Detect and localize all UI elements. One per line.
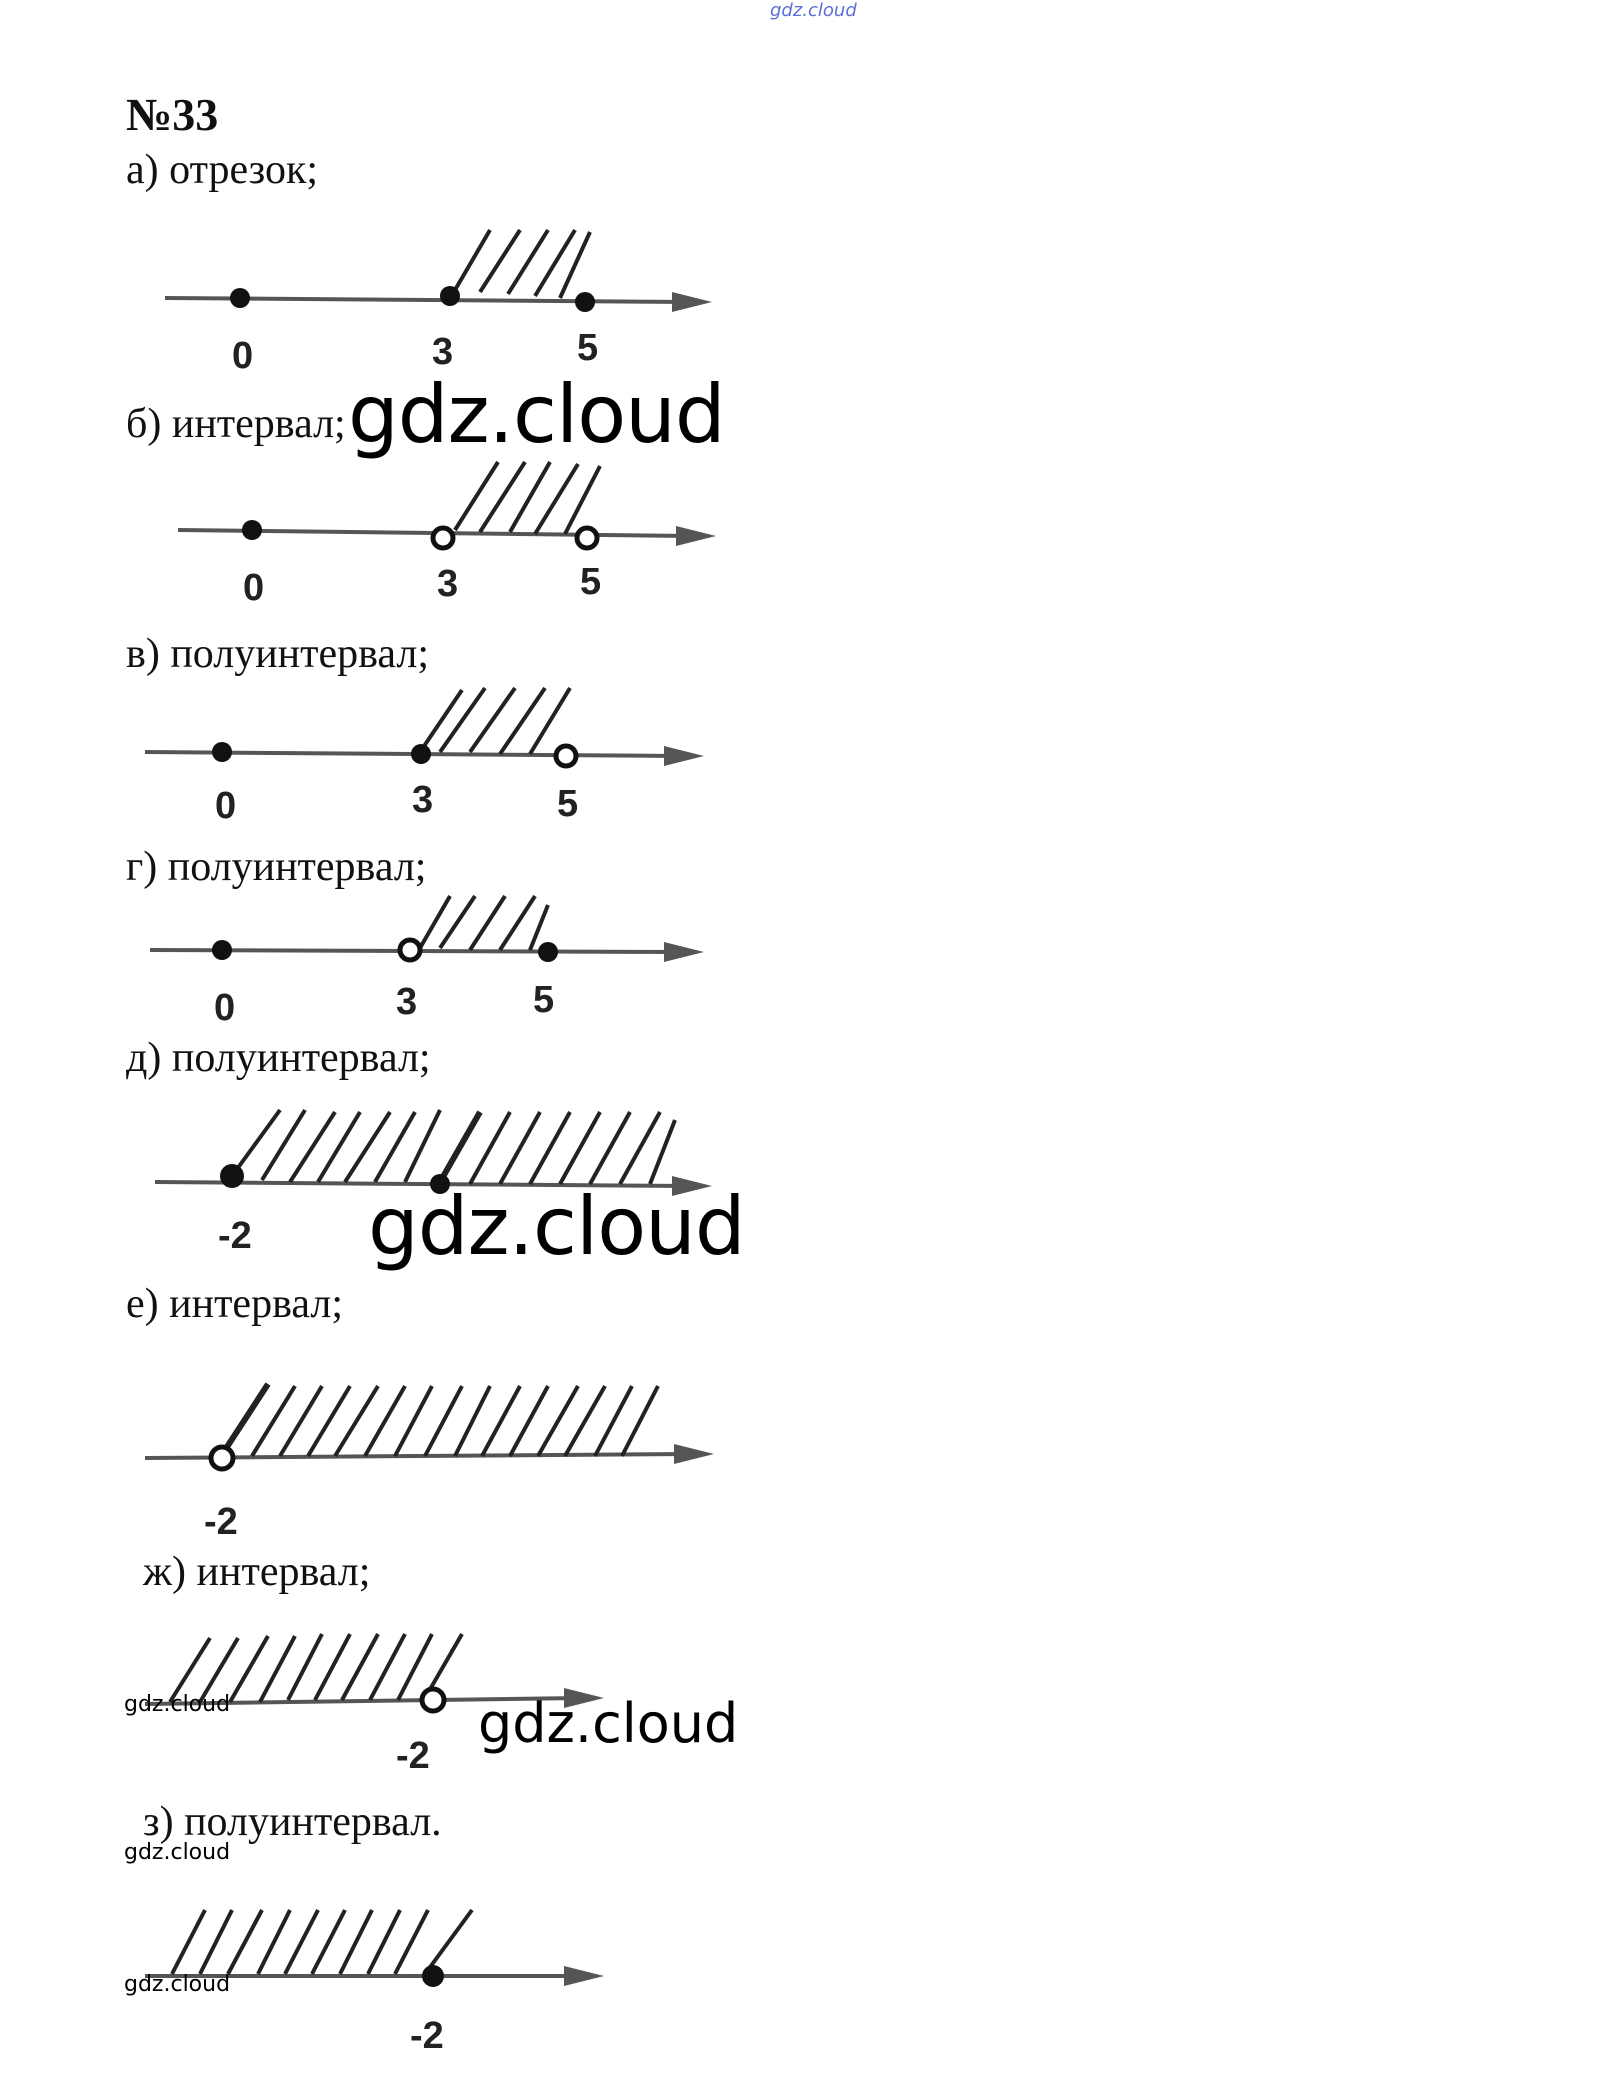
tick-label-minus2: -2 (204, 1501, 238, 1543)
axis-line (154, 1180, 689, 1188)
point-3 (397, 937, 423, 963)
axis-arrow (674, 1444, 714, 1464)
point-minus2 (208, 1444, 236, 1472)
hatching (453, 460, 602, 536)
item-label-e: е) интервал; (126, 1281, 343, 1327)
axis-arrow (664, 746, 704, 766)
point-0 (242, 520, 262, 540)
point-5 (538, 942, 558, 962)
point-mid (430, 1174, 450, 1194)
hatching (230, 1108, 677, 1185)
hatching (418, 686, 572, 756)
hatching (170, 1908, 474, 1976)
tick-label-3: 3 (437, 563, 458, 605)
hatching (418, 894, 550, 952)
tick-label-5: 5 (557, 783, 578, 825)
point-3 (430, 525, 456, 551)
item-label-a: а) отрезок; (126, 147, 319, 193)
tick-label-3: 3 (396, 981, 417, 1023)
axis-arrow (672, 1176, 712, 1196)
watermark-top: gdz.cloud (770, 0, 857, 21)
point-3 (440, 286, 460, 306)
watermark-small-2: gdz.cloud (124, 1840, 231, 1865)
tick-label-5: 5 (577, 327, 598, 369)
tick-label-minus2: -2 (396, 1735, 430, 1777)
tick-label-0: 0 (243, 567, 264, 609)
axis-arrow (564, 1688, 604, 1708)
point-5 (553, 743, 579, 769)
tick-label-5: 5 (580, 561, 601, 603)
point-minus2 (422, 1965, 444, 1987)
point-3 (411, 744, 431, 764)
watermark-big-2: gdz.cloud (368, 1180, 746, 1273)
hatching (453, 228, 592, 299)
item-label-g: г) полуинтервал; (126, 844, 427, 890)
point-5 (575, 292, 595, 312)
point-minus2 (419, 1686, 447, 1714)
item-label-zh: ж) интервал; (143, 1549, 371, 1595)
watermark-big-1: gdz.cloud (348, 368, 726, 461)
axis-arrow (564, 1966, 604, 1986)
item-label-v: в) полуинтервал; (126, 631, 430, 677)
tick-label-3: 3 (412, 779, 433, 821)
point-0 (212, 940, 232, 960)
point-0 (212, 742, 232, 762)
point-0 (230, 288, 250, 308)
point-minus2 (220, 1164, 244, 1188)
item-label-z: з) полуинтервал. (143, 1799, 442, 1845)
axis-arrow (672, 292, 712, 312)
watermark-small-1: gdz.cloud (124, 1692, 231, 1717)
watermark-mid: gdz.cloud (478, 1692, 739, 1755)
tick-label-0: 0 (232, 335, 253, 377)
tick-label-3: 3 (432, 331, 453, 373)
tick-label-minus2: -2 (410, 2015, 444, 2057)
tick-label-minus2: -2 (218, 1215, 252, 1257)
watermark-small-3: gdz.cloud (124, 1972, 231, 1997)
axis-line (144, 1696, 581, 1706)
hatching (222, 1382, 660, 1458)
item-label-d: д) полуинтервал; (126, 1035, 431, 1081)
tick-label-5: 5 (533, 979, 554, 1021)
axis-line (164, 296, 691, 304)
tick-label-0: 0 (214, 987, 235, 1029)
point-5 (574, 525, 600, 551)
hatching (168, 1632, 464, 1704)
axis-arrow (676, 526, 716, 546)
item-label-b: б) интервал; (126, 401, 346, 447)
tick-label-0: 0 (215, 785, 236, 827)
page-title: №33 (126, 89, 219, 140)
axis-line (144, 1452, 691, 1460)
axis-arrow (664, 942, 704, 962)
